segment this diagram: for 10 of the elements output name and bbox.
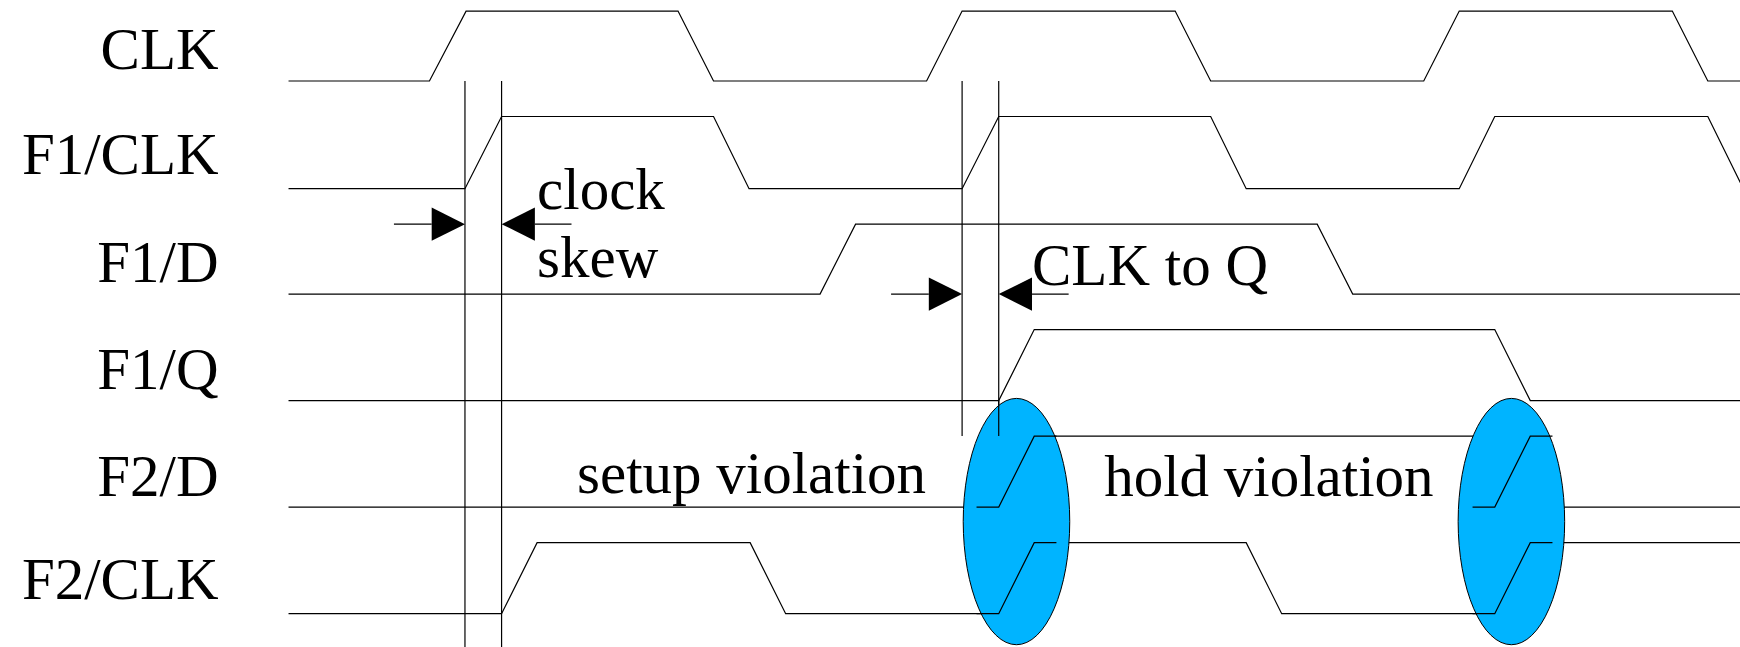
signal-name: F1/CLK [21,121,219,190]
signal-name: F2/D [97,443,219,512]
signal-name: F2/CLK [21,546,219,615]
signal-name: CLK [100,16,219,84]
annotation-text: setup violation [577,439,927,508]
annotation-text: CLK to Q [1032,232,1268,301]
annotation-text: clock skew [537,156,666,292]
annotation-text: hold violation [1104,443,1434,512]
signal-name: F1/D [97,229,219,297]
signal-name: F1/Q [97,335,219,404]
